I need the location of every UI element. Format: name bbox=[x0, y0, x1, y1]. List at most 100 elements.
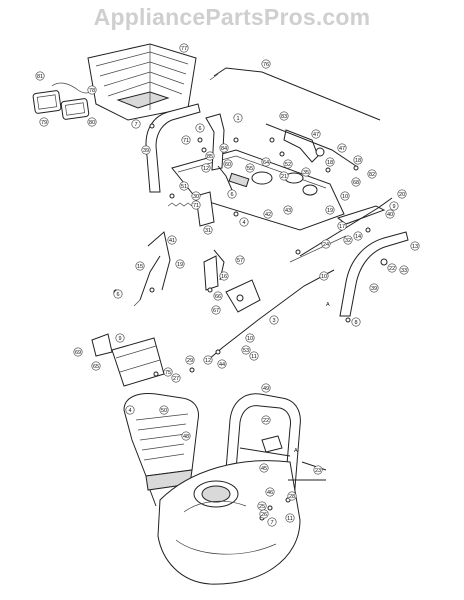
callout: 28 bbox=[287, 491, 297, 501]
callout-number: 4 bbox=[242, 220, 245, 226]
callout: 65 bbox=[91, 361, 101, 371]
watermark: AppliancePartsPros.com bbox=[93, 4, 371, 30]
callout-circle bbox=[259, 463, 269, 473]
dash-panel bbox=[171, 149, 345, 231]
right-rod bbox=[265, 123, 357, 167]
callout: 79 bbox=[39, 117, 49, 127]
callout-circle bbox=[245, 333, 255, 343]
callout-circle bbox=[163, 367, 173, 377]
callout-number: 8 bbox=[354, 320, 357, 326]
callout: 68 bbox=[351, 177, 361, 187]
callout-circle bbox=[319, 271, 329, 281]
callout-circle bbox=[171, 373, 181, 383]
callout-circle bbox=[125, 405, 135, 415]
callout-circle bbox=[367, 169, 377, 179]
callout-number: 7 bbox=[270, 520, 273, 526]
spring-left bbox=[167, 202, 193, 207]
callout-circle bbox=[261, 415, 271, 425]
callout: 6 bbox=[113, 289, 123, 299]
callout: 44 bbox=[217, 359, 227, 369]
callout-number: 80 bbox=[89, 120, 95, 126]
callout: 67 bbox=[211, 305, 221, 315]
callout: 10 bbox=[319, 271, 329, 281]
callout-circle bbox=[399, 265, 409, 275]
callout-circle bbox=[389, 201, 399, 211]
callout-number: 50 bbox=[161, 408, 167, 414]
reference-letter: A bbox=[294, 448, 298, 454]
callout-number: 6 bbox=[230, 192, 233, 198]
callout-number: 26 bbox=[261, 512, 267, 518]
callout-circle bbox=[410, 241, 420, 251]
callout: 22 bbox=[387, 263, 397, 273]
callout: 55 bbox=[245, 163, 255, 173]
callout-circle bbox=[131, 119, 141, 129]
callout-circle bbox=[181, 431, 191, 441]
shift-rod-lower-hook bbox=[133, 299, 141, 307]
callout: 30 bbox=[191, 191, 201, 201]
callout-number: 33 bbox=[401, 268, 407, 274]
callout: 6 bbox=[227, 189, 237, 199]
callout: 45 bbox=[259, 463, 269, 473]
callout: 14 bbox=[353, 231, 363, 241]
callout: 11 bbox=[249, 351, 259, 361]
callout: 1 bbox=[233, 113, 243, 123]
callout-circle bbox=[353, 231, 363, 241]
callout-number: 40 bbox=[387, 212, 393, 218]
callout-circle bbox=[351, 177, 361, 187]
callout: 3 bbox=[269, 315, 279, 325]
callout-number: 20 bbox=[399, 192, 405, 198]
callout-circle bbox=[203, 355, 213, 365]
callout: 57 bbox=[235, 255, 245, 265]
callout-number: 69 bbox=[75, 350, 81, 356]
callout-circle bbox=[141, 145, 151, 155]
callout: 31 bbox=[203, 225, 213, 235]
callout: 11 bbox=[285, 513, 295, 523]
callout-circle bbox=[397, 189, 407, 199]
callout: 29 bbox=[185, 355, 195, 365]
callout: 46 bbox=[265, 487, 275, 497]
callout-number: 42 bbox=[265, 212, 271, 218]
callout-number: 45 bbox=[261, 466, 267, 472]
callout-circle bbox=[113, 289, 123, 299]
chute-gear-shaft bbox=[149, 489, 157, 507]
callout: 84 bbox=[219, 143, 229, 153]
callout: 8 bbox=[351, 317, 361, 327]
callout-circle bbox=[205, 151, 215, 161]
callout-number: 68 bbox=[353, 180, 359, 186]
callout: 39 bbox=[369, 283, 379, 293]
callout-circle bbox=[87, 117, 97, 127]
callout-circle bbox=[217, 359, 227, 369]
callout-circle bbox=[325, 157, 335, 167]
callout-circle bbox=[261, 157, 271, 167]
callout-number: 41 bbox=[169, 238, 175, 244]
callout: 53 bbox=[241, 345, 251, 355]
callout-number: 65 bbox=[93, 364, 99, 370]
callout-number: 16 bbox=[221, 274, 227, 280]
callout-number: 12 bbox=[203, 166, 209, 172]
callout-circle bbox=[265, 487, 275, 497]
callout-circle bbox=[233, 113, 243, 123]
callout-number: 3 bbox=[272, 318, 275, 324]
callout-circle bbox=[175, 259, 185, 269]
callout-circle bbox=[191, 200, 201, 210]
callout-number: 9 bbox=[392, 204, 395, 210]
callout-circle bbox=[351, 317, 361, 327]
callout-number: 78 bbox=[89, 88, 95, 94]
callout-circle bbox=[223, 159, 233, 169]
callout-number: 27 bbox=[173, 376, 179, 382]
headlight-right bbox=[60, 98, 90, 120]
callout-number: 85 bbox=[207, 154, 213, 160]
callout-circle bbox=[279, 111, 289, 121]
callout: 4 bbox=[239, 217, 249, 227]
callout-circle bbox=[241, 345, 251, 355]
cable-rod-top bbox=[289, 235, 347, 263]
callout-number: 21 bbox=[281, 174, 287, 180]
callout-number: 83 bbox=[281, 114, 287, 120]
callout-number: 23 bbox=[315, 468, 321, 474]
callout: 32 bbox=[343, 235, 353, 245]
callout-number: 39 bbox=[143, 148, 149, 154]
callout-number: 9 bbox=[118, 336, 121, 342]
callout-number: 32 bbox=[345, 238, 351, 244]
callout-circle bbox=[135, 261, 145, 271]
callout-circle bbox=[283, 205, 293, 215]
